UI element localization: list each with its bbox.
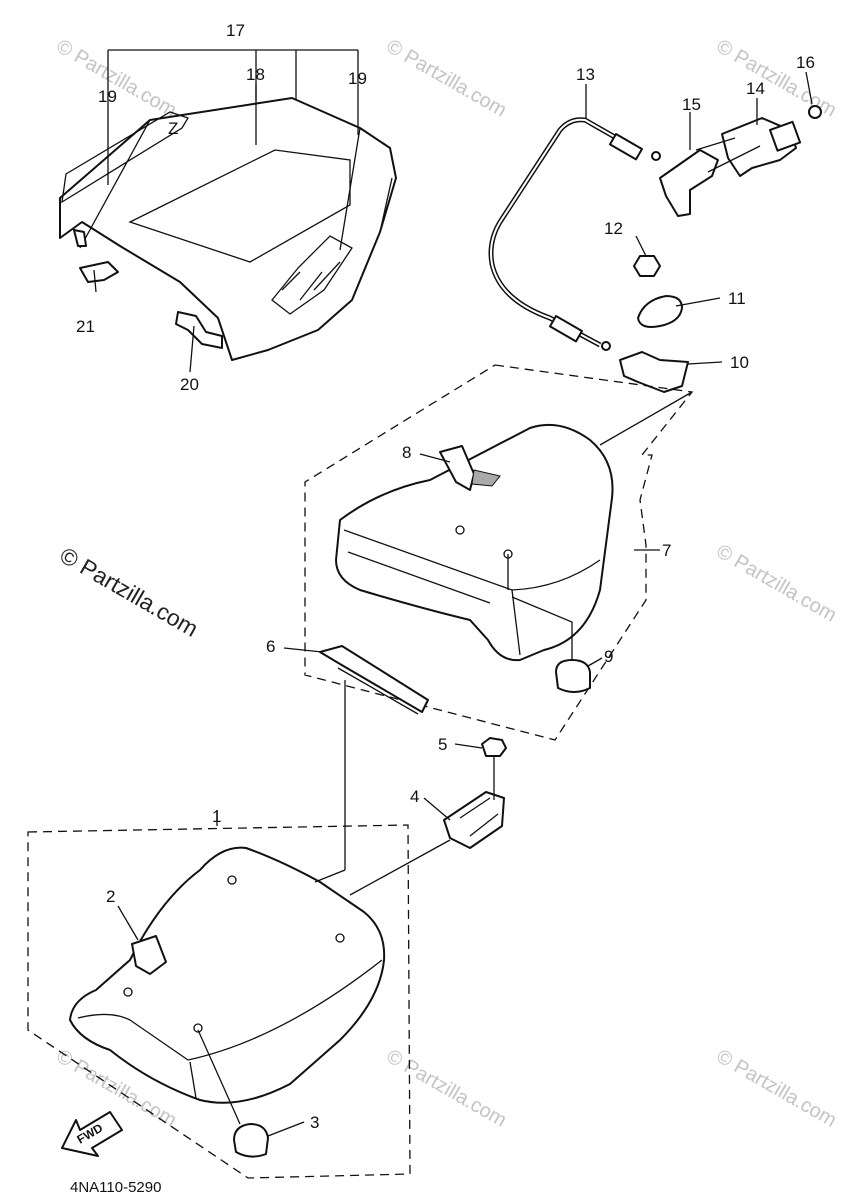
hook-10: [619, 351, 689, 393]
callout-5: 5: [438, 735, 447, 754]
passenger-seat-group-outline: [304, 364, 694, 741]
seat-lock-cable: [488, 117, 661, 351]
callouts: 17 18 19 19 21 20 13 15 14 16 12 11 10 8…: [76, 21, 815, 1132]
seat-cowl-assembly: Z: [59, 97, 397, 361]
callout-3: 3: [310, 1113, 319, 1132]
watermark-7: © Partzilla.com: [383, 1045, 511, 1131]
callout-2: 2: [106, 887, 115, 906]
callout-6: 6: [266, 637, 275, 656]
damper-9: [555, 659, 591, 693]
callout-16: 16: [796, 53, 815, 72]
callout-12: 12: [604, 219, 623, 238]
bolt-5: [481, 737, 507, 772]
damper-3: [233, 1123, 269, 1158]
callout-7: 7: [662, 541, 671, 560]
band-6: [319, 645, 429, 713]
cowl-letter-mark: Z: [168, 119, 178, 138]
callout-4: 4: [410, 787, 419, 806]
callout-11: 11: [728, 289, 746, 308]
callout-19-left: 19: [98, 87, 117, 106]
bracket-20: [175, 311, 223, 349]
callout-20: 20: [180, 375, 199, 394]
callout-1: 1: [212, 807, 221, 826]
rider-seat-1: [69, 846, 386, 1104]
fwd-arrow-icon: FWD: [61, 1111, 123, 1157]
callout-19-right: 19: [348, 69, 367, 88]
watermark-2: © Partzilla.com: [383, 35, 511, 121]
callout-18: 18: [246, 65, 265, 84]
plate-11: [637, 295, 683, 328]
watermark-large: © Partzilla.com: [56, 542, 203, 642]
callout-8: 8: [402, 443, 411, 462]
watermark-1: © Partzilla.com: [53, 35, 181, 121]
screw-16: [808, 105, 822, 119]
callout-21: 21: [76, 317, 95, 336]
lock-bracket-15: [659, 149, 719, 217]
lock-cylinder: [769, 120, 802, 152]
passenger-seat-7: [335, 423, 614, 662]
callout-17: 17: [226, 21, 245, 40]
bracket-4: [443, 791, 505, 849]
callout-9: 9: [604, 647, 613, 666]
callout-14: 14: [746, 79, 765, 98]
callout-15: 15: [682, 95, 701, 114]
watermark-5: © Partzilla.com: [713, 540, 841, 626]
watermark-8: © Partzilla.com: [713, 1045, 841, 1131]
diagram-code: 4NA110-5290: [70, 1179, 161, 1196]
callout-13: 13: [576, 65, 595, 84]
bracket-21: [79, 261, 119, 283]
nut-12: [633, 255, 661, 277]
callout-10: 10: [730, 353, 749, 372]
